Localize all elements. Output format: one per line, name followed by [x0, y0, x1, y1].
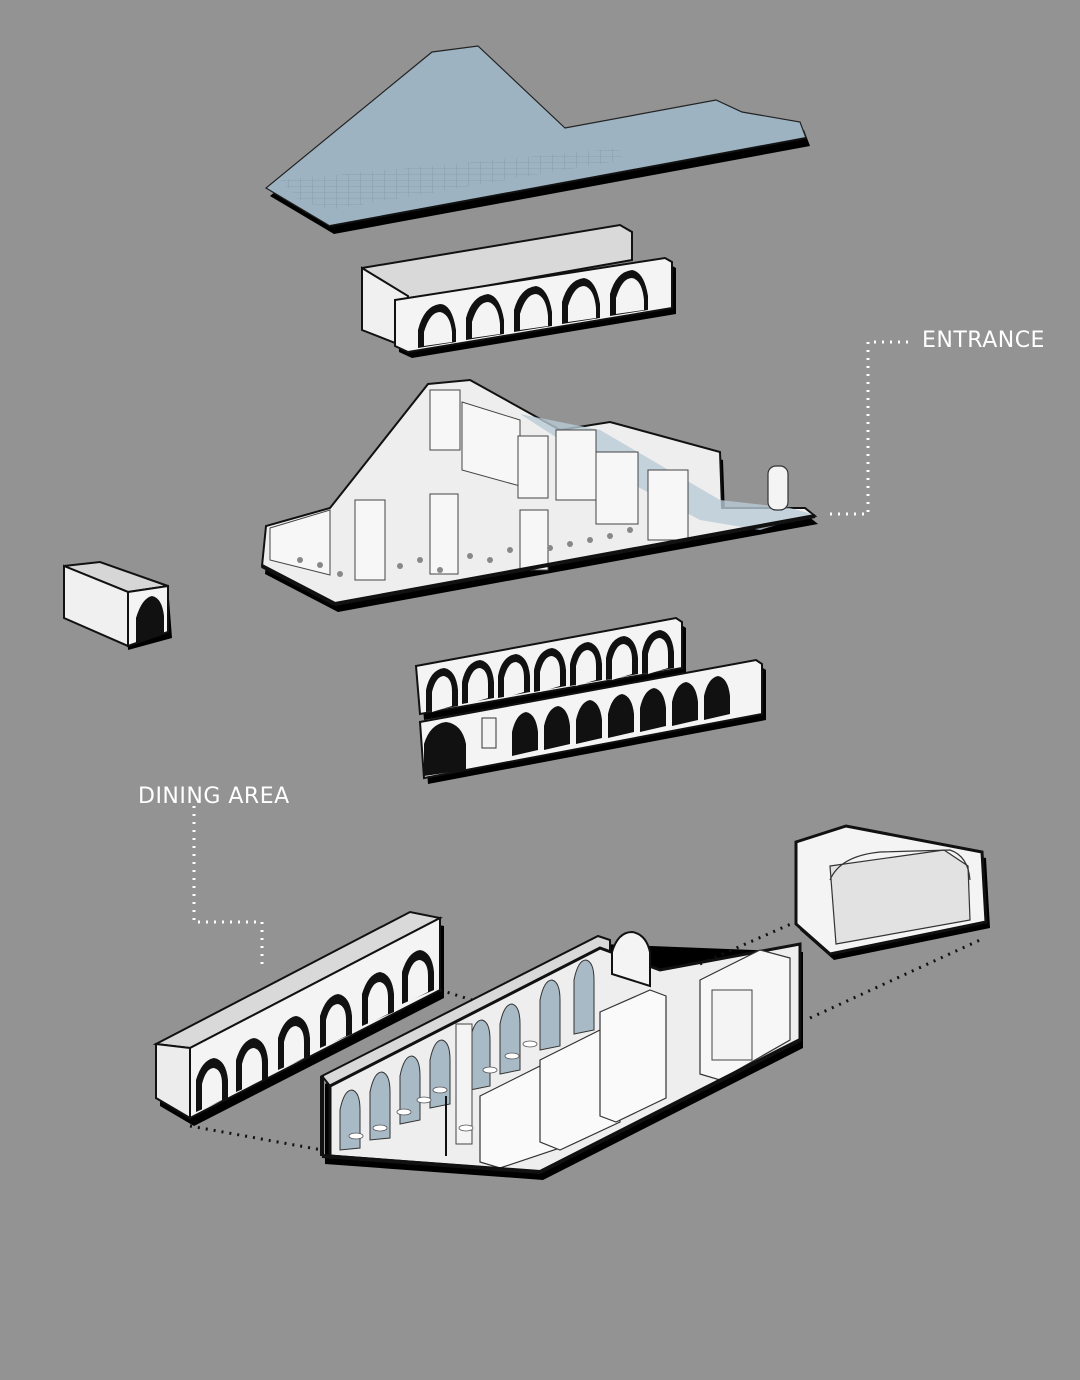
- alignment-dotted-lines: [189, 918, 981, 1152]
- lower-arcade-screens: [414, 616, 766, 784]
- callout-leader-lines: [192, 340, 912, 966]
- roof-layer: [264, 45, 810, 234]
- rear-arch-block: [794, 824, 990, 960]
- dining-area-callout-label: DINING AREA: [138, 784, 290, 809]
- main-floor-layer: [260, 378, 818, 612]
- ground-floor-layer: [152, 910, 803, 1180]
- entrance-callout-label: ENTRANCE: [922, 328, 1045, 353]
- upper-arcade-block: [360, 223, 676, 358]
- small-arch-block: [63, 560, 172, 650]
